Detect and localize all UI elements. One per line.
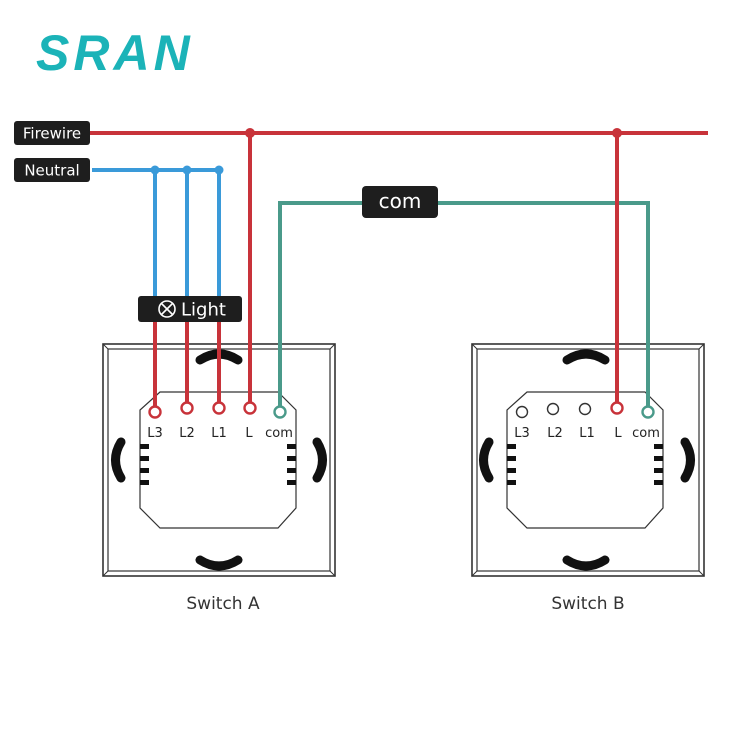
com-label: com xyxy=(362,186,438,218)
switch-a-terminal-l2-screw xyxy=(180,401,194,415)
switch-b-right-teeth xyxy=(654,444,663,485)
switch-b-terminal-l3: L3 xyxy=(514,426,530,441)
switch-a-terminal-l1-screw xyxy=(212,401,226,415)
neutral-wire xyxy=(92,168,221,300)
switch-a-terminal-l2: L2 xyxy=(179,426,195,441)
switch-b-terminal-l-screw xyxy=(610,401,624,415)
com-wire xyxy=(278,201,650,410)
bulb-cross-icon xyxy=(158,300,176,318)
switch-a-terminal-l1: L1 xyxy=(211,426,227,441)
com-label-text: com xyxy=(379,189,422,213)
switch-a-right-teeth xyxy=(287,444,296,485)
switch-b-terminal-l2-hole xyxy=(546,402,560,416)
switch-a-left-teeth xyxy=(140,444,149,485)
firewire-junctions xyxy=(245,128,622,138)
light-label: Light xyxy=(138,296,242,322)
brand-logo: SRAN xyxy=(36,25,194,81)
switch-b-caption: Switch B xyxy=(551,594,624,614)
switch-b-terminal-l1-hole xyxy=(578,402,592,416)
switch-a-terminal-l: L xyxy=(245,426,253,441)
light-output-wires xyxy=(153,318,221,410)
light-label-text: Light xyxy=(181,300,226,321)
switch-b-terminal-l3-hole xyxy=(515,405,529,419)
switch-a-mount-slot-bottom xyxy=(195,555,243,571)
switch-b-mount-slot-left xyxy=(479,437,494,483)
switch-b-terminal-l2: L2 xyxy=(547,426,563,441)
switch-a-terminal-l-screw xyxy=(243,401,257,415)
switch-b-module xyxy=(506,391,664,529)
switch-a-mount-slot-left xyxy=(111,437,126,483)
neutral-label-text: Neutral xyxy=(24,162,79,180)
switch-a-mount-slot-right xyxy=(312,437,327,483)
switch-b-plate-inner xyxy=(476,348,700,572)
neutral-label: Neutral xyxy=(14,158,90,182)
switch-b-terminal-l1: L1 xyxy=(579,426,595,441)
firewire-label: Firewire xyxy=(14,121,90,145)
firewire-wire xyxy=(90,131,708,406)
neutral-junctions xyxy=(150,165,224,175)
switch-a-module xyxy=(139,391,297,529)
switch-b-mount-slot-top xyxy=(562,349,610,365)
switch-b-terminal-com-screw xyxy=(641,405,655,419)
switch-a-terminal-l3: L3 xyxy=(147,426,163,441)
switch-b-left-teeth xyxy=(507,444,516,485)
switch-b-mount-slot-right xyxy=(680,437,695,483)
switch-a-terminal-com: com xyxy=(265,426,293,441)
switch-a-caption: Switch A xyxy=(186,594,260,614)
switch-b: L3 L2 L1 L com Switch B xyxy=(471,343,705,614)
switch-a-terminal-com-screw xyxy=(273,405,287,419)
switch-b-mount-slot-bottom xyxy=(562,555,610,571)
firewire-label-text: Firewire xyxy=(23,125,81,143)
switch-b-terminal-com: com xyxy=(632,426,660,441)
switch-a-terminal-l3-screw xyxy=(148,405,162,419)
switch-b-terminal-l: L xyxy=(614,426,622,441)
